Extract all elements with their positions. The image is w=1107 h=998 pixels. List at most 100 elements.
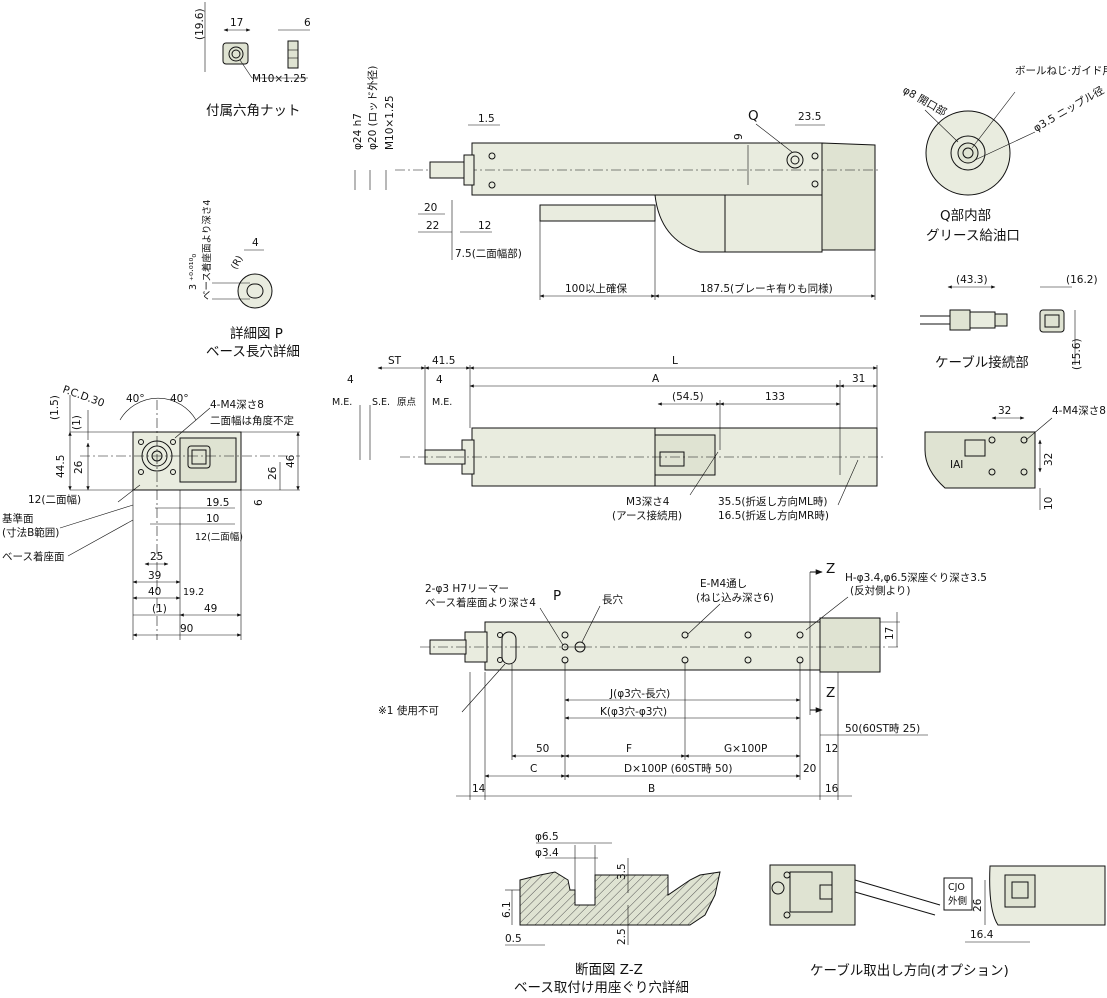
- bot-f: F: [626, 743, 632, 755]
- side-l: L: [672, 355, 678, 367]
- top-dim-20: 20: [424, 202, 437, 214]
- q-detail-view: φ8 開口部 ボールねじ·ガイド用 グリースニップル φ3.5 ニップル径 Q部…: [901, 64, 1107, 244]
- top-q-label: Q: [748, 108, 759, 124]
- top-dim-187-5: 187.5(ブレーキ有りも同様): [700, 282, 833, 295]
- end-dim-1-5: (1.5): [49, 395, 61, 420]
- side-dim-35-5: 35.5(折返し方向ML時): [718, 495, 827, 508]
- sec-dim-0-5: 0.5: [505, 933, 522, 945]
- detail-p-view: 3 ⁺⁰·⁰¹⁰₀ ベース着座面より深さ4 (R) 4 詳細図 P ベース長穴詳…: [188, 200, 300, 360]
- top-dim-12: 12: [478, 220, 491, 232]
- side-a: A: [652, 373, 660, 385]
- bot-j: J(φ3穴-長穴): [609, 687, 670, 700]
- exit-dim-16-4: 16.4: [970, 929, 994, 941]
- q-caption1: Q部内部: [940, 208, 991, 224]
- sec-d6-5: φ6.5: [535, 831, 559, 843]
- top-thread: M10×1.25: [384, 95, 396, 150]
- side-se: S.E.: [372, 397, 390, 408]
- q-d8: φ8 開口部: [901, 83, 949, 118]
- top-dim-7-5: 7.5(二面幅部): [455, 247, 522, 260]
- bot-unused: ※1 使用不可: [378, 704, 439, 717]
- sec-dim-2-5: 2.5: [616, 928, 628, 945]
- side-me1: M.E.: [332, 397, 352, 408]
- rear-dim-32b: 32: [1043, 453, 1055, 466]
- side-origin: 原点: [397, 397, 417, 408]
- bot-reamer: 2-φ3 H7リーマー: [425, 583, 509, 595]
- rear-logo: IAI: [950, 459, 963, 471]
- nut-dim-6: 6: [304, 17, 311, 29]
- side-dim-16-5: 16.5(折返し方向MR時): [718, 509, 829, 522]
- q-caption2: グリース給油口: [926, 228, 1020, 244]
- exit-dim-26: 26: [972, 898, 984, 912]
- end-seat: ベース着座面: [2, 550, 64, 563]
- sec-dim-6-1: 6.1: [501, 901, 513, 918]
- bot-dim-17: 17: [884, 627, 896, 640]
- end-ang1: 40°: [126, 393, 145, 405]
- bot-h: H-φ3.4,φ6.5深座ぐり深さ3.5: [845, 571, 987, 584]
- end-dim-1: (1): [71, 415, 83, 430]
- bot-z2: Z: [826, 685, 835, 701]
- end-dim-49: 49: [204, 603, 217, 615]
- exit-cjo2: 外側: [948, 895, 967, 907]
- end-dim-46: 46: [285, 454, 297, 468]
- sec-dim-3-5: 3.5: [616, 863, 628, 880]
- cable-connector-view: (43.3) (16.2) (15.6) ケーブル接続部: [920, 274, 1098, 371]
- end-dim-26b: 26: [267, 466, 279, 480]
- end-dim-1b: (1): [152, 603, 167, 615]
- side-dim-4a: 4: [347, 374, 354, 386]
- detail-p-r: (R): [229, 254, 246, 272]
- q-nipple: ボールねじ·ガイド用 グリースニップル: [1015, 64, 1107, 77]
- detail-p-caption1: 詳細図 P: [230, 326, 283, 342]
- sec-caption1: 断面図 Z-Z: [575, 962, 643, 978]
- rear-dim-32: 32: [998, 405, 1011, 417]
- end-nian: 二面幅は角度不定: [210, 414, 294, 427]
- rear-dim-10: 10: [1043, 497, 1055, 510]
- bot-reamer2: ベース着座面より深さ4: [425, 596, 536, 609]
- top-dim-23-5: 23.5: [798, 111, 821, 123]
- side-dim-4b: 4: [436, 374, 443, 386]
- rear-view: IAI 32 4-M4深さ8 32 10: [924, 405, 1106, 510]
- sec-d3-4: φ3.4: [535, 847, 559, 859]
- bot-slot: 長穴: [602, 593, 623, 606]
- bot-dim-16: 16: [825, 783, 839, 795]
- detail-p-dim-4: 4: [252, 237, 259, 249]
- bot-dim-14: 14: [472, 783, 486, 795]
- sec-caption2: ベース取付け用座ぐり穴詳細: [514, 980, 689, 996]
- bot-g: G×100P: [724, 743, 767, 755]
- detail-p-tol: 3 ⁺⁰·⁰¹⁰₀: [188, 254, 199, 290]
- side-st: ST: [388, 355, 402, 367]
- side-m3: M3深さ4: [626, 496, 670, 508]
- side-earth: (アース接続用): [612, 509, 682, 522]
- top-dim-22: 22: [426, 220, 439, 232]
- top-view: φ24 h7 φ20 (ロッド外径) M10×1.25 Q 23.5 9 1.5…: [352, 66, 880, 300]
- end-ref1: 基準面: [2, 512, 34, 525]
- bot-b: B: [648, 783, 655, 795]
- bot-h2: (反対側より): [850, 584, 910, 597]
- end-dim-12b: 12(二面幅): [195, 531, 243, 543]
- end-dim-12: 12(二面幅): [28, 493, 81, 506]
- top-dim-1-5: 1.5: [478, 113, 495, 125]
- cable-dim-15-6: (15.6): [1071, 338, 1083, 370]
- cable-caption: ケーブル接続部: [935, 354, 1029, 371]
- end-ang2: 40°: [170, 393, 189, 405]
- nut-thread: M10×1.25: [252, 73, 307, 85]
- nut-dim-19-6: (19.6): [194, 8, 206, 40]
- bot-p: P: [553, 588, 561, 604]
- cable-exit-view: CJO 外側 26 16.4 ケーブル取出し方向(オプション): [769, 864, 1106, 979]
- bot-z1: Z: [826, 561, 835, 577]
- bot-d: D×100P (60ST時 50): [624, 763, 732, 775]
- top-d24: φ24 h7: [352, 113, 364, 150]
- end-ref2: (寸法B範囲): [2, 526, 59, 539]
- end-pcd: P.C.D.30: [61, 384, 106, 410]
- end-m4: 4-M4深さ8: [210, 399, 264, 411]
- end-dim-40: 40: [148, 586, 161, 598]
- bot-dim-50: 50: [536, 743, 549, 755]
- end-dim-90: 90: [180, 623, 193, 635]
- top-dim-100: 100以上確保: [565, 282, 628, 295]
- detail-p-caption2: ベース長穴詳細: [206, 344, 300, 360]
- end-dim-6: 6: [253, 499, 265, 506]
- top-dim-9: 9: [733, 133, 745, 140]
- rear-m4: 4-M4深さ8: [1052, 405, 1106, 417]
- end-view: P.C.D.30 40° 40° 4-M4深さ8 二面幅は角度不定 (1.5) …: [2, 384, 300, 640]
- hex-nut-view: (19.6) 17 6 M10×1.25 付属六角ナット: [194, 2, 311, 119]
